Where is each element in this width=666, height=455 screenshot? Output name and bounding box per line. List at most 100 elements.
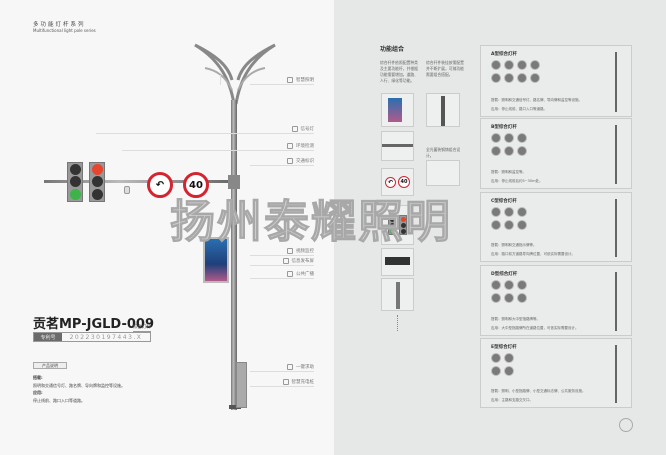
callout-broadcast: 公共广播 bbox=[250, 270, 314, 279]
patent-number: 202230197443.X bbox=[69, 333, 143, 341]
callout-label: 交通标识 bbox=[296, 159, 314, 164]
function-icon bbox=[517, 60, 527, 70]
callout-label: 信号灯 bbox=[300, 127, 315, 132]
callout-signal-light: 信号灯 bbox=[250, 125, 314, 134]
function-icon bbox=[530, 60, 540, 70]
card-desc-2: 应用：路口前方道路导向牌位置，可依实际需要设计。 bbox=[491, 252, 575, 256]
card-desc-1: 搭载：照明和监控等。 bbox=[491, 170, 526, 174]
speed-limit-sign: 40 bbox=[183, 172, 209, 198]
thumb-traffic-lights bbox=[381, 205, 414, 245]
callout-sos: 一键求助 bbox=[250, 363, 314, 372]
function-icon bbox=[491, 146, 501, 156]
model-type: 综合灯杆 bbox=[133, 325, 151, 332]
lamp-head-icon bbox=[194, 43, 276, 105]
mini-pole bbox=[615, 199, 617, 257]
icon-grid bbox=[491, 60, 540, 83]
callout-label: 智慧充电桩 bbox=[291, 380, 315, 385]
traffic-light-left bbox=[67, 162, 83, 202]
series-subtitle: Multifunctional light pole series bbox=[33, 28, 96, 33]
callout-info-screen: 信息发布屏 bbox=[250, 257, 314, 266]
card-desc-1: 搭载：照明和大中型指路牌等。 bbox=[491, 317, 540, 321]
traffic-light-right bbox=[89, 162, 105, 202]
function-icon bbox=[504, 353, 514, 363]
intro-text-1: 综合杆件依照配置种类及主要功能杆，并根据功能需要增加。道路、人行、绿化等功能。 bbox=[380, 60, 418, 83]
icon-grid bbox=[491, 133, 527, 156]
mini-pole bbox=[615, 52, 617, 112]
function-icon bbox=[491, 280, 501, 290]
patent-label: 专利号 bbox=[34, 333, 62, 341]
card-desc-1: 搭载：照明、小型指路牌、小型交通标志牌、公共服务设施。 bbox=[491, 389, 586, 393]
callout-label: 视频监控 bbox=[296, 249, 314, 254]
function-icon bbox=[517, 280, 527, 290]
camera-icon bbox=[287, 248, 293, 254]
product-description-tab: 产品说明 bbox=[33, 362, 67, 369]
callout-label: 环境检测 bbox=[296, 144, 314, 149]
function-icon bbox=[504, 207, 514, 217]
watermark: 扬州泰耀照明 bbox=[169, 195, 453, 248]
thumb-screen bbox=[381, 93, 414, 127]
page-number-badge bbox=[619, 418, 633, 432]
icon-grid bbox=[491, 353, 514, 376]
lamp-icon bbox=[287, 77, 293, 83]
mount-text: 照明和交通信号灯、路名牌、导向牌和监控等设施。 bbox=[33, 383, 125, 388]
function-icon bbox=[491, 207, 501, 217]
apply-label: 应用: bbox=[33, 390, 43, 395]
screen-icon bbox=[282, 258, 289, 264]
card-desc-2: 应用：大中型指路牌所在道路位置，可依实际需要设计。 bbox=[491, 326, 579, 330]
signal-icon bbox=[291, 126, 298, 132]
combo-card: C型综合灯杆搭载：照明和交通指示牌等。应用：路口前方道路导向牌位置，可依实际需要… bbox=[480, 192, 632, 262]
combo-card: D型综合灯杆搭载：照明和大中型指路牌等。应用：大中型指路牌所在道路位置，可依实际… bbox=[480, 265, 632, 336]
function-icon bbox=[504, 366, 514, 376]
callout-environment: 环境检测 bbox=[250, 142, 314, 151]
patent-row: 专利号 202230197443.X bbox=[33, 332, 151, 342]
info-screen bbox=[203, 237, 229, 283]
mini-pole bbox=[615, 125, 617, 184]
thumb-pole bbox=[426, 93, 460, 127]
no-u-turn-sign-icon: ↶ bbox=[147, 172, 173, 198]
function-icon bbox=[491, 293, 501, 303]
card-desc-1: 搭载：照明和交通信号灯、路名牌、导向牌和监控等设施。 bbox=[491, 98, 582, 102]
function-icon bbox=[491, 220, 501, 230]
callout-charging: 智慧充电桩 bbox=[250, 378, 314, 387]
charging-box bbox=[236, 362, 247, 408]
function-icon bbox=[491, 133, 501, 143]
charging-icon bbox=[282, 379, 289, 385]
series-title: 多功能灯杆系列 bbox=[33, 22, 86, 28]
camera-icon bbox=[124, 186, 130, 194]
card-title: B型综合灯杆 bbox=[491, 125, 517, 130]
card-title: A型综合灯杆 bbox=[491, 52, 517, 57]
pole-illustration: ↶ 40 bbox=[44, 43, 276, 410]
function-icon bbox=[504, 220, 514, 230]
model-name: 贡茗MP-JGLD-009 bbox=[33, 317, 154, 332]
card-desc-2: 应用：停止线前后约5~30m处。 bbox=[491, 179, 543, 183]
callout-label: 一键求助 bbox=[296, 365, 314, 370]
function-icon bbox=[517, 207, 527, 217]
mini-pole bbox=[615, 272, 617, 331]
thumb-box bbox=[381, 278, 414, 311]
function-icon bbox=[504, 133, 514, 143]
function-icon bbox=[517, 146, 527, 156]
card-title: C型综合灯杆 bbox=[491, 199, 517, 204]
combo-card: B型综合灯杆搭载：照明和监控等。应用：停止线前后约5~30m处。 bbox=[480, 118, 632, 189]
speed-limit-value: 40 bbox=[189, 179, 203, 191]
thumb-charger bbox=[381, 248, 414, 276]
callout-video: 视频监控 bbox=[250, 247, 314, 256]
left-page bbox=[0, 0, 334, 455]
mount-label: 搭载: bbox=[33, 375, 43, 380]
apply-text: 停止线前、路口入口等道路。 bbox=[33, 398, 85, 403]
icon-grid bbox=[491, 207, 527, 230]
combo-card: E型综合灯杆搭载：照明、小型指路牌、小型交通标志牌、公共服务设施。应用：主路和支… bbox=[480, 338, 632, 408]
callout-smart-lighting: 智慧照明 bbox=[250, 76, 314, 85]
thumb-arms bbox=[426, 160, 460, 186]
function-icon bbox=[491, 60, 501, 70]
function-icon bbox=[504, 146, 514, 156]
callout-label: 智慧照明 bbox=[296, 78, 314, 83]
callout-label: 公共广播 bbox=[296, 272, 314, 277]
function-icon bbox=[491, 366, 501, 376]
sos-icon bbox=[287, 364, 293, 370]
intro-text-2: 综合杆件装挂按需配置并不断扩展，可随功能需要组合搭配。 bbox=[426, 60, 464, 77]
function-icon bbox=[530, 73, 540, 83]
card-title: E型综合灯杆 bbox=[491, 345, 517, 350]
function-icon bbox=[517, 73, 527, 83]
callout-traffic-sign: 交通标识 bbox=[250, 157, 314, 166]
